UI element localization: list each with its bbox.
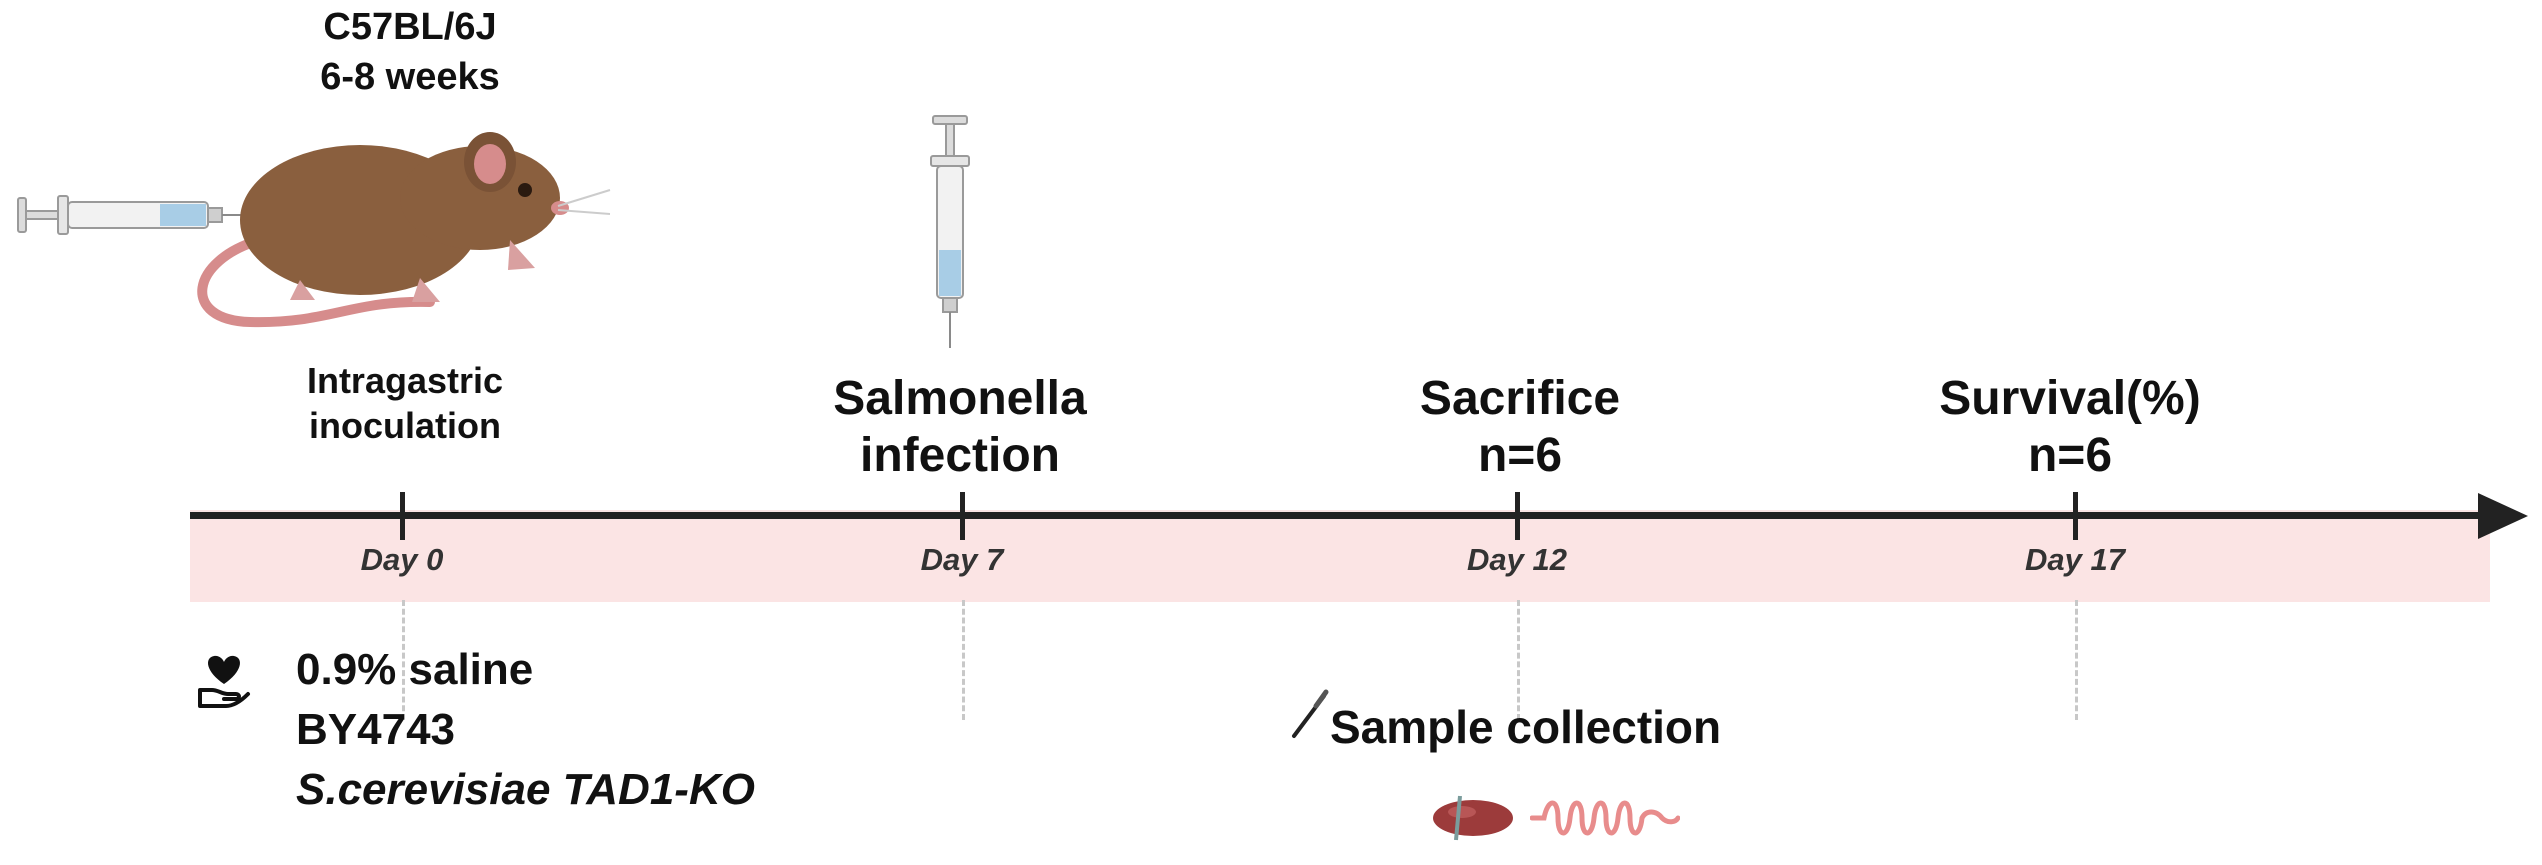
timeline-tick [400, 492, 405, 540]
event-label-line2: n=6 [1477, 429, 1563, 482]
event-label-salmonella: Salmonella infection [720, 370, 1200, 484]
event-label-line1: Sacrifice [1419, 372, 1621, 425]
strain-label: C57BL/6J 6-8 weeks [250, 2, 570, 102]
event-label-line1: Intragastric [306, 360, 504, 401]
event-label-intragastric: Intragastric inoculation [160, 358, 650, 448]
timeline-band [190, 510, 2490, 602]
timeline-axis [190, 512, 2490, 519]
spleen-icon [1433, 795, 1513, 841]
timeline-tick [960, 492, 965, 540]
strain-name: C57BL/6J [323, 6, 497, 48]
treatment-groups: 0.9% saline BY4743 S.cerevisiae TAD1-KO [296, 640, 755, 820]
heart-hand-icon [198, 655, 250, 708]
event-label-line1: Salmonella [833, 372, 1087, 425]
event-label-sacrifice: Sacrifice n=6 [1280, 370, 1760, 484]
timeline-tick [2073, 492, 2078, 540]
day-label: Day 12 [1467, 542, 1567, 577]
guide-line [962, 600, 965, 720]
syringe-icon [930, 115, 970, 348]
timeline-arrowhead [2478, 493, 2528, 539]
guide-line [2075, 600, 2078, 720]
event-label-line2: inoculation [309, 405, 501, 446]
event-label-line1: Survival(%) [1939, 372, 2201, 425]
mouse-icon [197, 132, 611, 328]
strain-age: 6-8 weeks [320, 56, 500, 98]
event-label-line2: n=6 [2027, 429, 2113, 482]
guide-line [1517, 600, 1520, 720]
day-label: Day 17 [2025, 542, 2125, 577]
day-label: Day 7 [920, 542, 1004, 577]
timeline-tick [1515, 492, 1520, 540]
group-by4743: BY4743 [296, 705, 456, 754]
event-label-survival: Survival(%) n=6 [1830, 370, 2310, 484]
guide-line [402, 600, 405, 720]
event-label-line2: infection [860, 429, 1060, 482]
syringe-icon [17, 195, 252, 235]
intestine-icon [1530, 800, 1680, 836]
scalpel-icon [1292, 689, 1329, 738]
day-label: Day 0 [360, 542, 444, 577]
group-tad1-ko: S.cerevisiae TAD1-KO [296, 765, 755, 814]
group-saline: 0.9% saline [296, 645, 534, 694]
sample-collection-label: Sample collection [1330, 701, 1722, 753]
